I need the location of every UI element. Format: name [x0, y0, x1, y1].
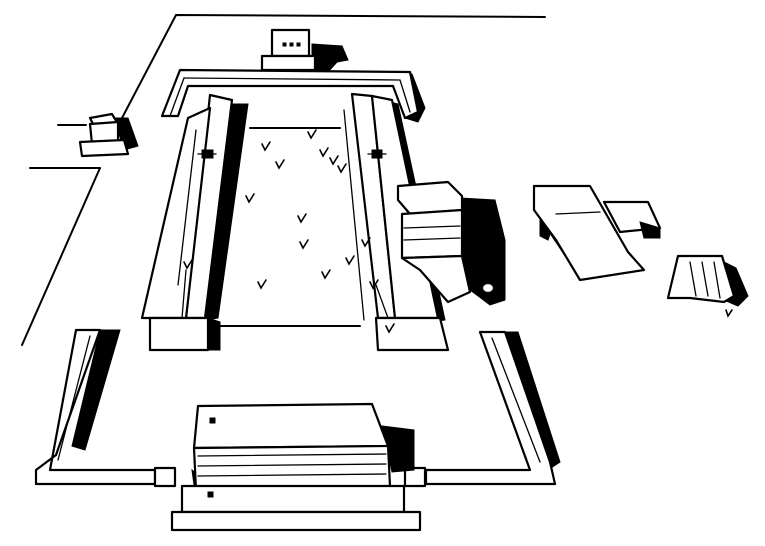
- central-courtyard: [183, 127, 395, 334]
- east-pavilion: [396, 180, 506, 306]
- outer-enclosure-south: [34, 328, 561, 488]
- courtyard-plant-marks: [183, 129, 395, 334]
- outer-enclosure-north: [160, 68, 426, 123]
- site-boundary: [21, 13, 546, 346]
- far-east-ruin: [666, 254, 749, 318]
- west-shrine: [78, 112, 139, 158]
- north-gate: [260, 28, 349, 73]
- south-hall: [170, 402, 422, 532]
- west-colonnade: [140, 93, 249, 352]
- east-annex: [532, 184, 662, 282]
